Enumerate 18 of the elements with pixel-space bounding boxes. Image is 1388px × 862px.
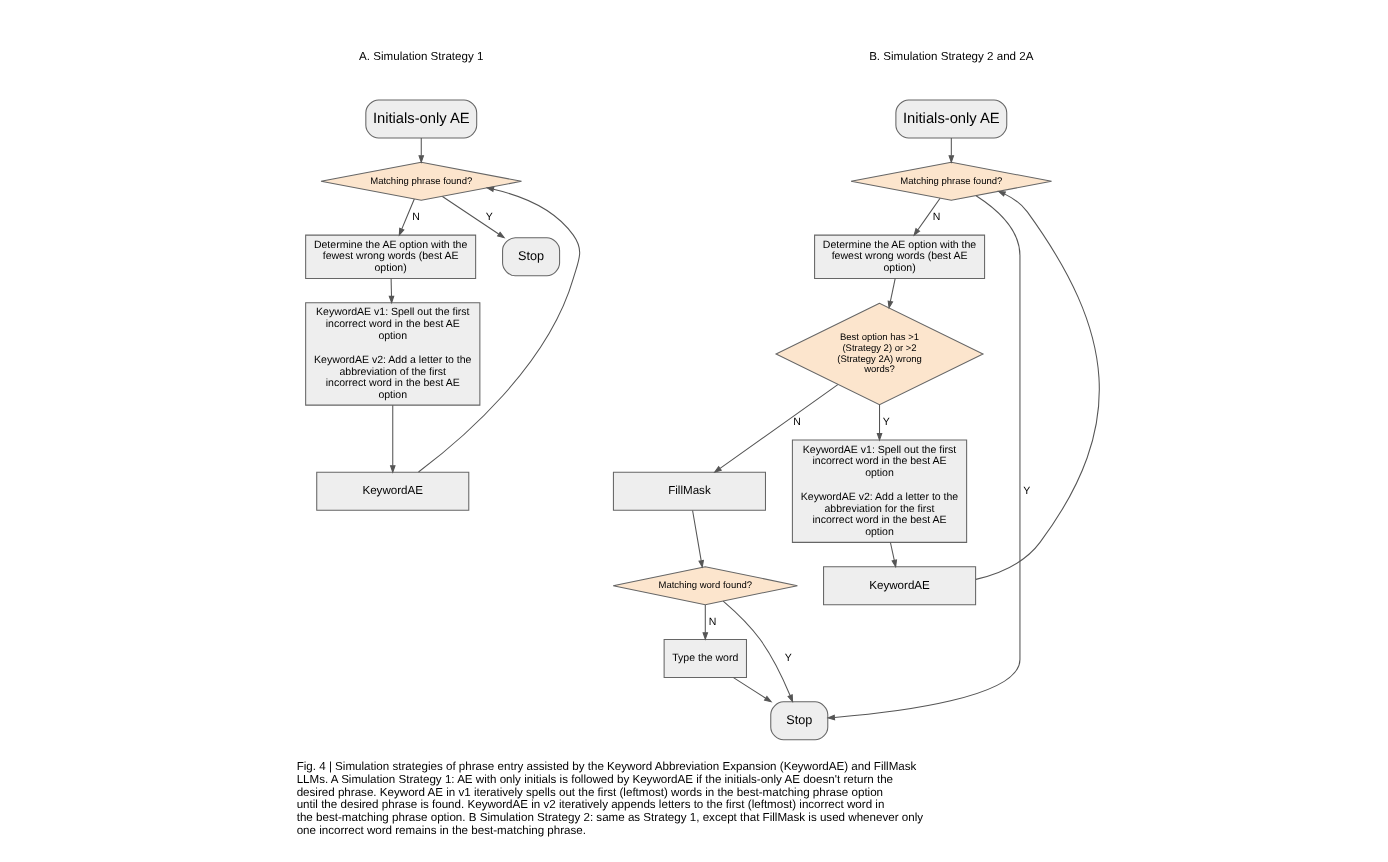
arrow bbox=[692, 509, 705, 569]
arrow bbox=[702, 604, 709, 641]
arrow bbox=[388, 277, 395, 305]
arrow bbox=[713, 384, 839, 474]
arrow bbox=[732, 677, 773, 703]
arrow bbox=[948, 137, 955, 164]
arrow bbox=[398, 198, 415, 237]
arrow bbox=[913, 197, 941, 237]
arrow bbox=[889, 541, 898, 569]
arrow bbox=[876, 404, 883, 442]
arrow bbox=[418, 137, 425, 164]
arrow bbox=[389, 404, 396, 474]
arrow bbox=[441, 195, 506, 239]
arrow bbox=[975, 190, 1100, 580]
arrow bbox=[887, 277, 896, 310]
arrow bbox=[826, 195, 1021, 721]
arrow bbox=[418, 186, 581, 473]
arrow bbox=[722, 600, 794, 704]
